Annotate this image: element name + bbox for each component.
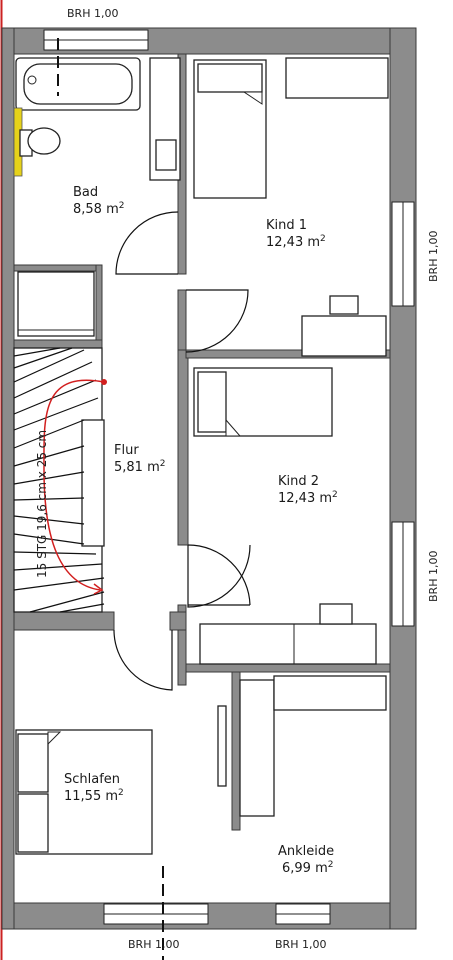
room-name-schlafen: Schlafen	[64, 772, 120, 787]
room-area-bad: 8,58 m2	[73, 201, 124, 217]
brh-label-right-1: BRH 1,00	[427, 231, 440, 282]
room-name-bad: Bad	[73, 185, 98, 200]
stair-walk-line	[43, 379, 105, 591]
doors	[113, 211, 251, 691]
room-area-kind2: 12,43 m2	[278, 490, 338, 506]
schlafen-furniture	[15, 705, 227, 960]
kind1-furniture	[193, 57, 389, 357]
exterior-walls	[1, 27, 417, 930]
windows	[43, 29, 415, 925]
bath-fixtures	[13, 38, 181, 337]
room-labels: Bad 8,58 m2 Kind 1 12,43 m2 Flur 5,81 m2…	[64, 185, 338, 876]
room-area-flur: 5,81 m2	[114, 459, 165, 475]
stair-label: 15 STG 19,6 cm x 25 cm	[35, 430, 49, 578]
brh-label-top: BRH 1,00	[67, 7, 118, 20]
room-area-schlafen: 11,55 m2	[64, 788, 124, 804]
room-name-ankleide: Ankleide	[278, 844, 334, 859]
room-area-ankleide: 6,99 m2	[282, 860, 333, 876]
interior-walls	[13, 53, 391, 831]
room-name-kind1: Kind 1	[266, 218, 307, 233]
brh-label-bottom-2: BRH 1,00	[275, 938, 326, 951]
brh-label-bottom-1: BRH 1,00	[128, 938, 179, 951]
ankleide-furniture	[239, 675, 387, 817]
room-area-kind1: 12,43 m2	[266, 234, 326, 250]
brh-labels: BRH 1,00 BRH 1,00 BRH 1,00 BRH 1,00 BRH …	[67, 7, 440, 951]
kind2-furniture	[193, 367, 377, 665]
staircase: 15 STG 19,6 cm x 25 cm	[13, 347, 107, 613]
brh-label-right-2: BRH 1,00	[427, 551, 440, 602]
room-name-kind2: Kind 2	[278, 474, 319, 489]
room-name-flur: Flur	[114, 443, 139, 458]
